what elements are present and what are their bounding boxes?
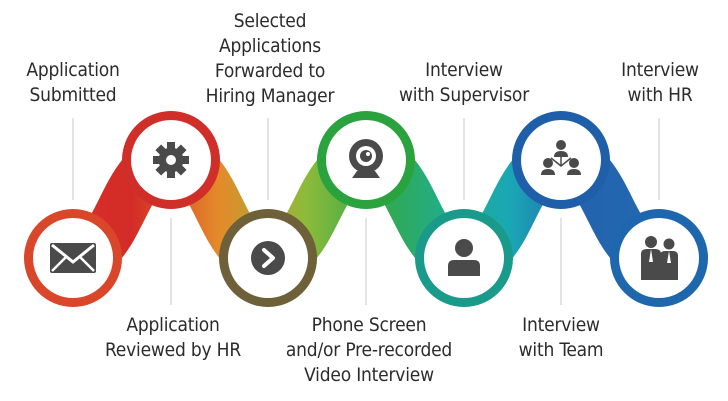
envelope-icon — [50, 243, 96, 273]
step-node — [24, 209, 122, 307]
person-icon — [448, 239, 480, 276]
step-node — [415, 209, 513, 307]
step-node — [317, 111, 415, 209]
connector-lines — [72, 118, 660, 305]
business-people-icon — [641, 236, 678, 280]
chevron-right-icon — [251, 241, 285, 275]
step-inner-circle — [424, 218, 504, 298]
gear-icon — [153, 142, 189, 178]
step-node — [610, 209, 708, 307]
step-node — [219, 209, 317, 307]
webcam-icon — [349, 139, 383, 178]
team-icon — [541, 140, 581, 175]
step-node — [122, 111, 220, 209]
step-node — [512, 111, 610, 209]
